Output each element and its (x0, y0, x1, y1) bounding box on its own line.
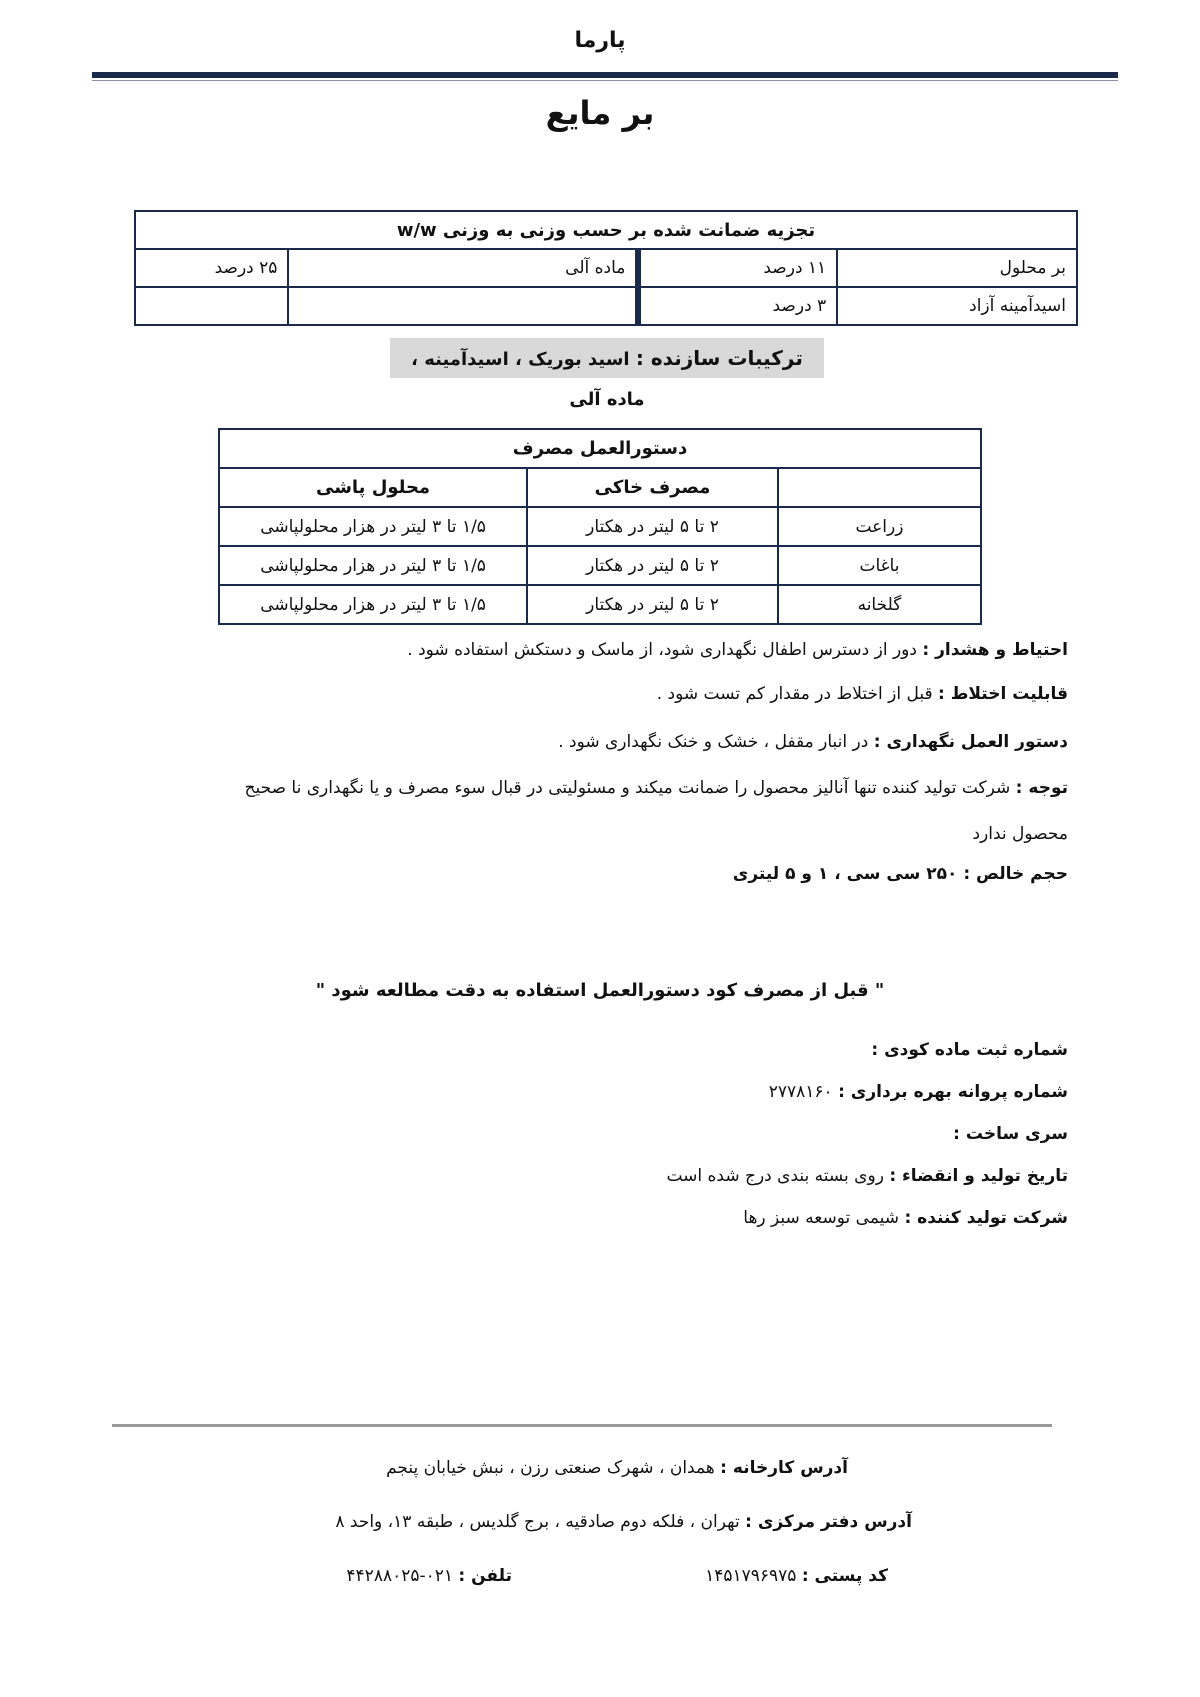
factory-value: همدان ، شهرک صنعتی رزن ، نبش خیابان پنجم (386, 1458, 715, 1478)
office-label: آدرس دفتر مرکزی : (745, 1512, 912, 1532)
column-header: محلول پاشی (217, 467, 529, 508)
producer-value: شیمی توسعه سبز رها (743, 1208, 900, 1228)
header-rule-thin (92, 80, 1118, 81)
factory-label: آدرس کارخانه : (720, 1458, 848, 1478)
registration-line: شماره ثبت ماده کودی : (871, 1040, 1068, 1060)
attention-text: شرکت تولید کننده تنها آنالیز محصول را ضم… (244, 778, 1011, 798)
table-cell: ۳ درصد (635, 286, 839, 326)
product-name: بر مایع (545, 94, 655, 132)
table-cell: اسیدآمینه آزاد (836, 286, 1078, 326)
caution-label: احتیاط و هشدار : (922, 640, 1068, 660)
attention-text-cont: محصول ندارد (972, 824, 1068, 844)
registration-label: شماره ثبت ماده کودی : (871, 1040, 1068, 1060)
table-row: اسیدآمینه آزاد ۳ درصد (133, 286, 1078, 326)
batch-label: سری ساخت : (953, 1124, 1068, 1144)
table-cell: ۲ تا ۵ لیتر در هکتار (526, 506, 779, 547)
license-label: شماره پروانه بهره برداری : (838, 1082, 1068, 1102)
mixing-text: قبل از اختلاط در مقدار کم تست شود . (656, 684, 933, 704)
producer-label: شرکت تولید کننده : (904, 1208, 1068, 1228)
factory-address: آدرس کارخانه : همدان ، شهرک صنعتی رزن ، … (386, 1458, 848, 1478)
usage-table: دستورالعمل مصرف مصرف خاکی محلول پاشی زرا… (217, 428, 983, 625)
date-value: روی بسته بندی درج شده است (666, 1166, 884, 1186)
license-line: شماره پروانه بهره برداری : ۲۷۷۸۱۶۰ (769, 1082, 1068, 1102)
footer-rule (112, 1424, 1052, 1427)
volume-text: ۲۵۰ سی سی ، ۱ و ۵ لیتری (732, 864, 958, 884)
column-header: مصرف خاکی (526, 467, 779, 508)
attention-line: توجه : شرکت تولید کننده تنها آنالیز محصو… (245, 778, 1068, 798)
table-cell: ۱/۵ تا ۳ لیتر در هزار محلولپاشی (217, 584, 529, 625)
batch-line: سری ساخت : (953, 1124, 1068, 1144)
table-header-row: مصرف خاکی محلول پاشی (217, 467, 983, 508)
table-row: بر محلول ۱۱ درصد ماده آلی ۲۵ درصد (133, 248, 1078, 288)
postal-code: کد پستی : ۱۴۵۱۷۹۶۹۷۵ (705, 1566, 888, 1586)
storage-line: دستور العمل نگهداری : در انبار مقفل ، خش… (558, 732, 1068, 752)
phone-value: ۰۲۱-۴۴۲۸۸۰۲۵ (346, 1566, 454, 1586)
date-line: تاریخ تولید و انقضاء : روی بسته بندی درج… (666, 1166, 1068, 1186)
table-cell: ۲ تا ۵ لیتر در هکتار (526, 584, 779, 625)
table-cell: ۱/۵ تا ۳ لیتر در هزار محلولپاشی (217, 506, 529, 547)
table-cell: ۲ تا ۵ لیتر در هکتار (526, 545, 779, 586)
caution-line: احتیاط و هشدار : دور از دسترس اطفال نگهد… (407, 640, 1068, 660)
table-row: گلخانه ۲ تا ۵ لیتر در هکتار ۱/۵ تا ۳ لیت… (217, 584, 983, 625)
mixing-label: قابلیت اختلاط : (938, 684, 1068, 704)
storage-label: دستور العمل نگهداری : (873, 732, 1068, 752)
table-cell (287, 286, 640, 326)
table-cell: ۱۱ درصد (635, 248, 839, 288)
table-cell: ماده آلی (287, 248, 640, 288)
header-rule (92, 72, 1118, 78)
date-label: تاریخ تولید و انقضاء : (889, 1166, 1068, 1186)
composition-value: اسید بوریک ، اسیدآمینه ، ماده آلی (411, 349, 645, 410)
volume-line: حجم خالص : ۲۵۰ سی سی ، ۱ و ۵ لیتری (733, 864, 1068, 884)
analysis-table-title: تجزیه ضمانت شده بر حسب وزنی به وزنی w/w (134, 210, 1078, 250)
postal-value: ۱۴۵۱۷۹۶۹۷۵ (705, 1566, 797, 1586)
table-cell: باغات (776, 545, 983, 586)
table-cell: ۲۵ درصد (133, 248, 290, 288)
column-header (776, 467, 983, 508)
brand-title: پارما (574, 28, 626, 53)
attention-label: توجه : (1015, 778, 1068, 798)
mixing-line: قابلیت اختلاط : قبل از اختلاط در مقدار ک… (657, 684, 1068, 704)
phone: تلفن : ۰۲۱-۴۴۲۸۸۰۲۵ (346, 1566, 512, 1586)
phone-label: تلفن : (458, 1566, 512, 1586)
table-row: باغات ۲ تا ۵ لیتر در هکتار ۱/۵ تا ۳ لیتر… (217, 545, 983, 586)
table-cell: ۱/۵ تا ۳ لیتر در هزار محلولپاشی (217, 545, 529, 586)
storage-text: در انبار مقفل ، خشک و خنک نگهداری شود . (558, 732, 869, 752)
read-instructions-quote: " قبل از مصرف کود دستورالعمل استفاده به … (315, 980, 885, 1001)
composition-box: ترکیبات سازنده : اسید بوریک ، اسیدآمینه … (390, 338, 824, 410)
postal-label: کد پستی : (801, 1566, 888, 1586)
volume-label: حجم خالص : (963, 864, 1068, 884)
table-row: زراعت ۲ تا ۵ لیتر در هکتار ۱/۵ تا ۳ لیتر… (217, 506, 983, 547)
license-value: ۲۷۷۸۱۶۰ (768, 1082, 833, 1102)
composition-label: ترکیبات سازنده : (635, 346, 803, 370)
producer-line: شرکت تولید کننده : شیمی توسعه سبز رها (743, 1208, 1068, 1228)
table-cell: گلخانه (776, 584, 983, 625)
table-cell (133, 286, 290, 326)
office-value: تهران ، فلکه دوم صادقیه ، برج گلدیس ، طب… (335, 1512, 740, 1532)
analysis-table: تجزیه ضمانت شده بر حسب وزنی به وزنی w/w … (133, 210, 1078, 326)
usage-table-title: دستورالعمل مصرف (218, 428, 982, 469)
table-cell: بر محلول (836, 248, 1078, 288)
office-address: آدرس دفتر مرکزی : تهران ، فلکه دوم صادقی… (335, 1512, 912, 1532)
caution-text: دور از دسترس اطفال نگهداری شود، از ماسک … (407, 640, 917, 660)
table-cell: زراعت (776, 506, 983, 547)
